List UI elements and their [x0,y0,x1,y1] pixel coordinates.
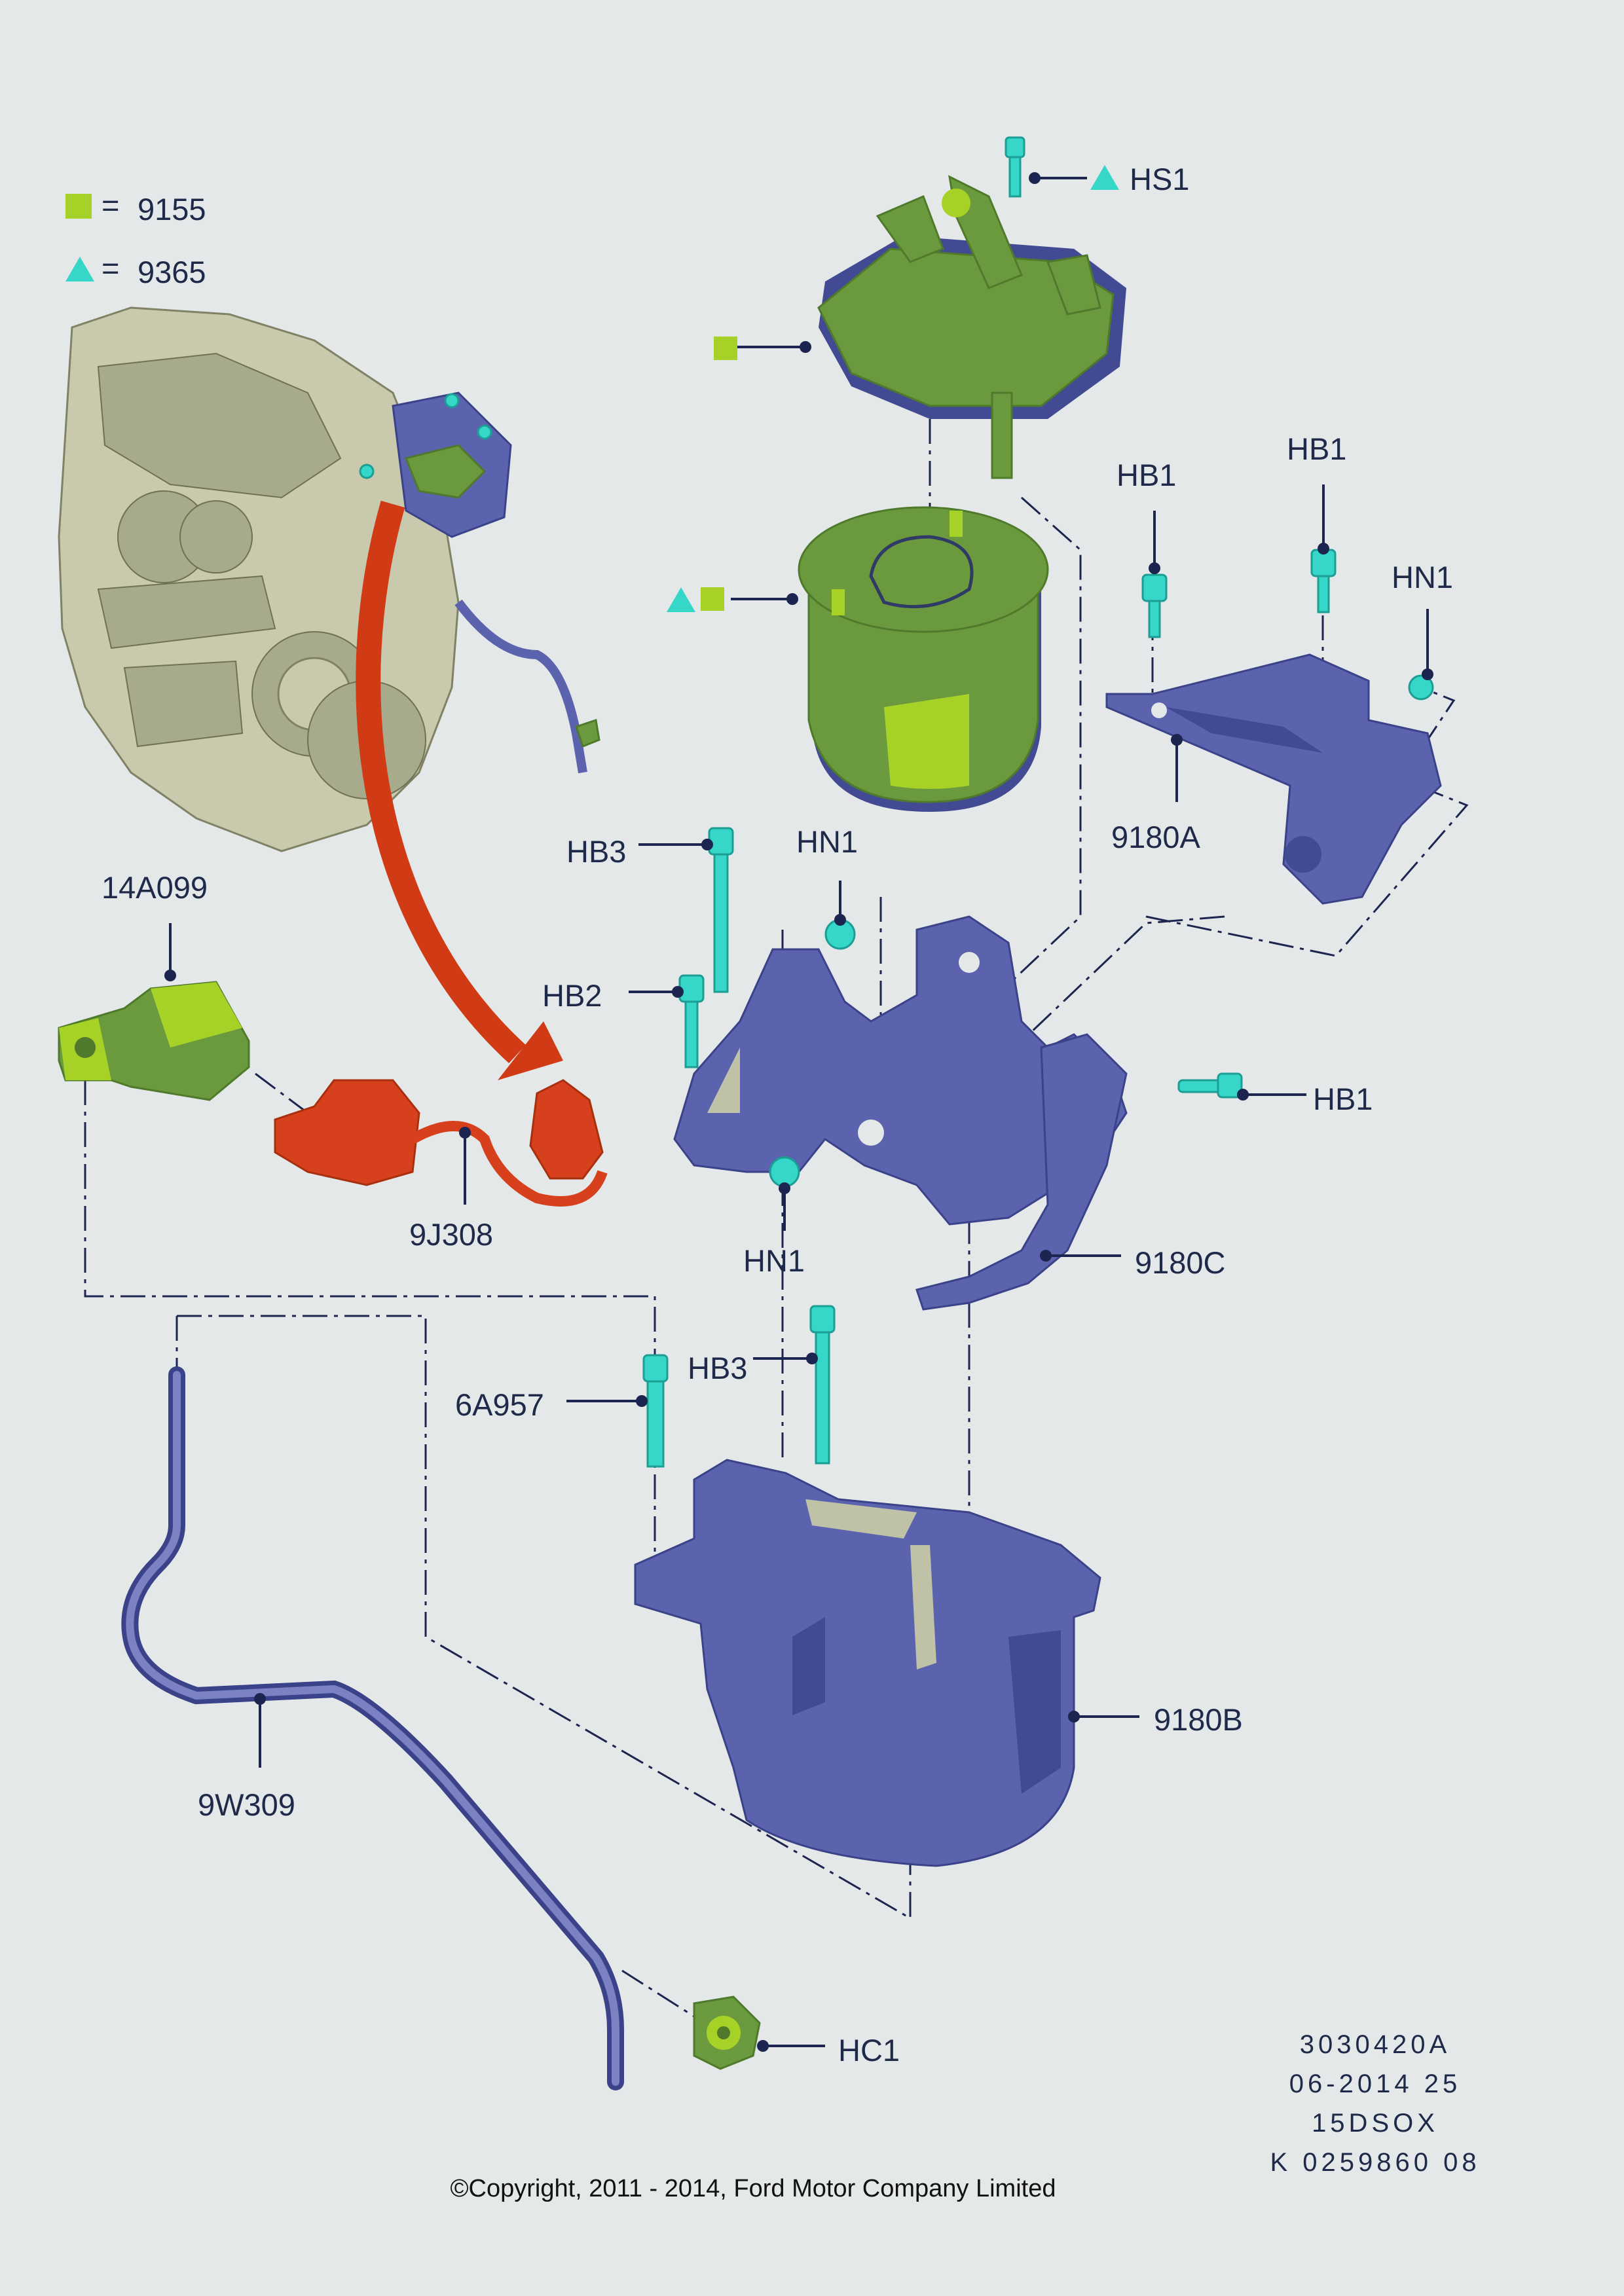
bracket-9180c [673,915,1128,1311]
callout-9180a: 9180A [1111,820,1201,854]
reference-block: 3030420A 06-2014 25 15DSOX K 0259860 08 [1270,2030,1480,2177]
reference-line-1: 3030420A [1300,2030,1450,2059]
fuel-filter-head [817,175,1126,479]
callout-6a957: 6A957 [455,1387,544,1422]
clip-hc1 [693,1995,761,2070]
legend-equals-2: = [101,251,119,285]
element-triangle-marker [667,587,695,612]
fuel-pipe-9w309 [121,1366,624,2090]
callout-9180c: 9180C [1135,1245,1226,1280]
callout-hb3-upper: HB3 [566,834,626,869]
hs1-triangle-marker [1090,165,1119,190]
callout-leaders [164,165,1433,2052]
callout-hb1-left: HB1 [1116,458,1176,492]
legend-triangle-code: 9365 [138,255,206,289]
sensor-14a099 [58,981,250,1101]
element-square-marker [701,587,724,611]
callout-9j308: 9J308 [409,1217,493,1252]
nut-hn1-top-right [1408,674,1434,701]
callout-hb1-right: HB1 [1287,431,1346,466]
callout-hb2: HB2 [542,978,602,1013]
bolt-hb2 [678,974,705,1068]
callout-hb1-side: HB1 [1313,1082,1373,1116]
bolt-hb1-left [1141,574,1168,638]
reference-line-3: 15DSOX [1312,2109,1439,2138]
callout-hn1-middle: HN1 [796,824,858,859]
legend-square-code: 9155 [138,192,206,227]
housing-9180b [634,1459,1101,1867]
callout-9180b: 9180B [1154,1702,1243,1737]
callout-hs1: HS1 [1130,162,1189,196]
callout-hn1-top-right: HN1 [1392,560,1453,594]
legend-equals-1: = [101,188,119,223]
bracket-9180a [1105,653,1442,905]
copyright-notice: ©Copyright, 2011 - 2014, Ford Motor Comp… [451,2175,1056,2202]
engine-overview [58,306,600,852]
screw-hs1 [1005,136,1025,198]
fasteners [642,136,1434,1468]
location-arrow [356,500,563,1080]
legend-triangle-marker [65,257,94,282]
filter-head-square-marker [714,337,737,360]
callout-14a099: 14A099 [101,870,208,905]
callout-labels: HS1 HB1 HB1 HN1 9180A HB3 HN1 HB2 HB1 HN… [101,162,1453,2068]
reference-line-2: 06-2014 25 [1289,2069,1461,2098]
bolt-hb1-side [1177,1072,1243,1099]
fuel-filter-element [798,506,1049,812]
stud-6a957 [642,1354,669,1468]
legend: = 9155 = 9365 [65,188,206,289]
reference-line-4: K 0259860 08 [1270,2148,1480,2177]
bolt-hb1-right [1310,549,1337,613]
callout-hc1: HC1 [838,2033,900,2068]
legend-square-marker [65,194,92,219]
bolt-hb3-lower [809,1305,836,1465]
bolt-hb3-upper [708,827,734,993]
callout-hb3-lower: HB3 [688,1351,747,1385]
callout-9w309: 9W309 [198,1787,295,1822]
nut-hn1-lower [769,1156,800,1188]
callout-hn1-lower: HN1 [743,1243,805,1278]
harness-9j308 [274,1079,608,1207]
